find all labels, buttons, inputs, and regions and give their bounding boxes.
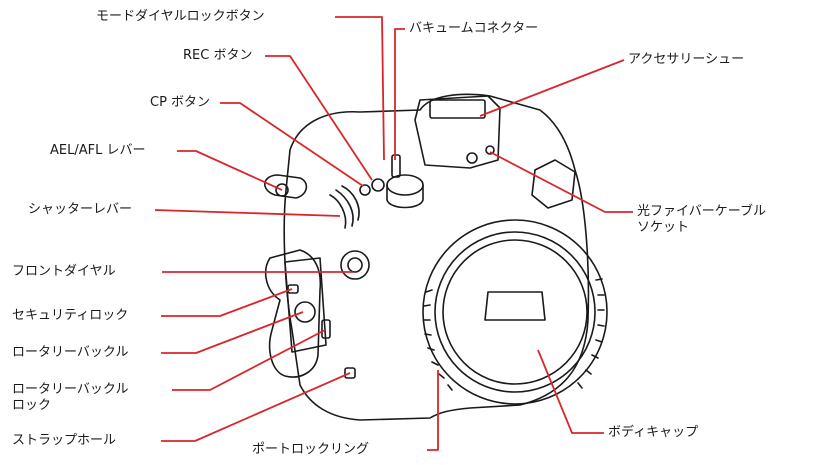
leader-strap-hole	[161, 372, 351, 442]
label-rotary-buckle-lock-line2: ロック	[12, 398, 52, 413]
leader-cp-button	[220, 102, 364, 187]
leader-security-lock	[161, 288, 293, 317]
rotary-buckle-shape	[294, 301, 316, 323]
cp-button-shape	[359, 184, 371, 196]
vacuum-connector-shape	[391, 154, 401, 178]
leader-mode-dial-lock	[335, 16, 385, 161]
label-fiber-socket: 光ファイバーケーブル ソケット	[637, 204, 766, 236]
right-knob-outline	[531, 159, 576, 209]
rec-button-shape	[371, 178, 385, 192]
label-body-cap: ボディキャップ	[608, 425, 699, 440]
left-lever-outline	[264, 174, 308, 199]
port-lock-ring-shape	[422, 219, 608, 405]
side-plate-outline	[284, 257, 327, 353]
security-lock-shape	[287, 284, 299, 294]
leader-body-cap	[537, 349, 604, 434]
fiber-socket-shape	[466, 152, 478, 164]
label-accessory-shoe: アクセサリーシュー	[628, 52, 745, 67]
label-security-lock: セキュリティロック	[12, 308, 129, 323]
label-vacuum-connector: バキュームコネクター	[409, 21, 539, 36]
leader-port-lock-ring	[427, 370, 439, 451]
label-shutter-lever: シャッターレバー	[28, 202, 133, 217]
left-grip-outline	[264, 249, 322, 378]
top-tower-outline	[414, 95, 501, 169]
mode-dial-shape	[386, 174, 424, 196]
label-cp-button: CP ボタン	[150, 95, 211, 110]
front-dial-shape	[340, 250, 370, 280]
leader-ael-afl	[177, 150, 283, 191]
label-port-lock-ring: ポートロックリング	[252, 442, 370, 457]
cap-logo-shape	[484, 291, 546, 321]
housing-body-outline	[283, 93, 590, 421]
leader-fiber-socket	[489, 151, 633, 213]
label-fiber-socket-line2: ソケット	[637, 220, 690, 235]
leader-vacuum-connector	[394, 28, 405, 160]
shutter-lever-shape	[329, 185, 360, 229]
leader-rotary-buckle-lock	[172, 329, 326, 391]
label-fiber-socket-line1: 光ファイバーケーブル	[637, 204, 766, 219]
label-rotary-buckle-lock-line1: ロータリーバックル	[12, 382, 129, 397]
label-front-dial: フロントダイヤル	[12, 264, 116, 279]
body-cap-shape	[442, 239, 588, 385]
strap-hole-shape	[344, 367, 356, 379]
label-rotary-buckle: ロータリーバックル	[12, 345, 129, 360]
label-ael-afl-lever: AEL/AFL レバー	[50, 143, 146, 158]
leader-shutter-lever	[154, 209, 341, 217]
buckle-lock-shape	[321, 319, 331, 339]
leader-accessory-shoe	[479, 59, 625, 117]
accessory-shoe-shape	[429, 99, 486, 119]
label-rotary-buckle-lock: ロータリーバックル ロック	[12, 382, 128, 414]
leader-rec-button	[265, 55, 373, 181]
label-strap-hole: ストラップホール	[12, 433, 117, 448]
leader-rotary-buckle	[161, 311, 304, 354]
ael-lever-shape	[275, 183, 289, 197]
label-mode-dial-lock-button: モードダイヤルロックボタン	[96, 9, 265, 24]
label-rec-button: REC ボタン	[183, 48, 253, 63]
